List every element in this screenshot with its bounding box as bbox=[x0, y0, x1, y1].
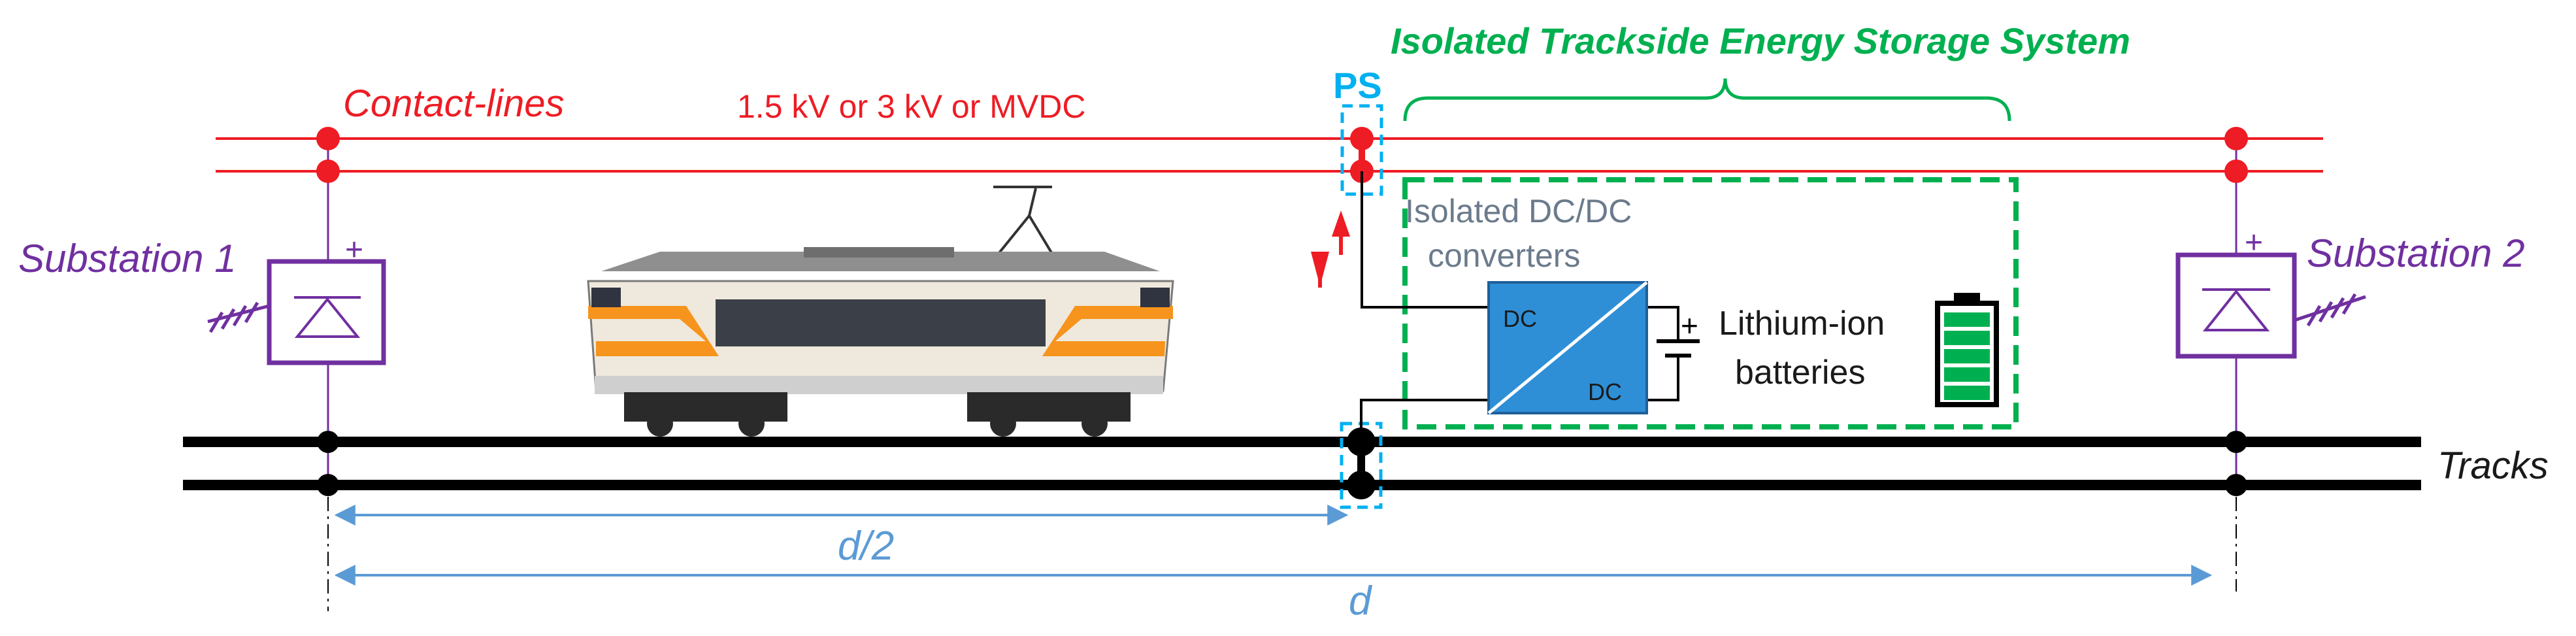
voltage-label: 1.5 kV or 3 kV or MVDC bbox=[737, 88, 1086, 125]
converters-label-line2: converters bbox=[1428, 237, 1580, 274]
substation2-plus: + bbox=[2245, 226, 2263, 260]
its-brace bbox=[1403, 78, 2011, 122]
its-system: Isolated Trackside Energy Storage System… bbox=[1360, 20, 2130, 442]
locomotive-roof-equipment bbox=[804, 247, 954, 258]
rectifier-icon bbox=[294, 296, 361, 338]
its-title: Isolated Trackside Energy Storage System bbox=[1391, 20, 2130, 61]
locomotive-stripe-left bbox=[588, 306, 719, 356]
substation1-track-node-bottom bbox=[317, 474, 339, 496]
substation1-contact-node-bottom bbox=[316, 159, 340, 183]
substation2-contact-node-bottom bbox=[2224, 159, 2248, 183]
ps-contact-box bbox=[1340, 104, 1383, 196]
substation1-contact-node-top bbox=[316, 127, 340, 150]
rectifier-icon bbox=[2202, 288, 2270, 331]
contact-lines bbox=[216, 137, 2323, 173]
dcdc-converter-icon: DC DC bbox=[1487, 281, 1648, 414]
paralleling-post: PS bbox=[1311, 65, 1383, 509]
ps-label: PS bbox=[1333, 65, 1382, 106]
battery-icon bbox=[1935, 293, 1999, 407]
substation1-label: Substation 1 bbox=[18, 237, 237, 280]
ps-track-node-bottom bbox=[1347, 471, 1376, 499]
converter-dc-top: DC bbox=[1503, 305, 1537, 332]
substation2-contact-node-top bbox=[2224, 127, 2248, 150]
substation-1: + Substation 1 bbox=[18, 127, 386, 496]
substation2-track-node-top bbox=[2225, 431, 2247, 453]
locomotive-cab-window-right bbox=[1140, 288, 1170, 307]
tracks-label: Tracks bbox=[2437, 444, 2549, 487]
locomotive-skirt bbox=[595, 376, 1163, 394]
ground-hatch-icon bbox=[2294, 293, 2366, 327]
distance-label: d bbox=[1349, 578, 1373, 624]
converters-label-line1: Isolated DC/DC bbox=[1405, 193, 1632, 229]
locomotive-cab-window-left bbox=[591, 288, 621, 307]
substation1-plus: + bbox=[345, 233, 363, 267]
substation1-box bbox=[267, 259, 386, 365]
substation2-track-node-bottom bbox=[2225, 474, 2247, 496]
substation-2: + Substation 2 bbox=[2175, 127, 2525, 496]
substation2-box bbox=[2175, 252, 2297, 359]
pantograph bbox=[993, 186, 1059, 255]
locomotive-bogie-right bbox=[967, 392, 1131, 437]
locomotive-side-grille bbox=[716, 299, 1046, 346]
tracks bbox=[183, 437, 2421, 490]
locomotive-bogie-left bbox=[624, 392, 787, 437]
its-wiring bbox=[1360, 171, 1700, 442]
locomotive-roof bbox=[601, 252, 1160, 271]
batteries-label-line2: batteries bbox=[1735, 354, 1865, 392]
ps-contact-node-top bbox=[1350, 127, 1374, 150]
bidirectional-arrow-icon bbox=[1311, 210, 1350, 288]
battery-plus: + bbox=[1681, 309, 1698, 343]
substation1-track-node-top bbox=[317, 431, 339, 453]
electric-locomotive bbox=[587, 186, 1174, 437]
locomotive-stripe-right bbox=[1042, 306, 1173, 356]
ground-hatch-icon bbox=[207, 301, 270, 333]
batteries-label-line1: Lithium-ion bbox=[1719, 305, 1885, 343]
converter-dc-bottom: DC bbox=[1588, 378, 1622, 405]
its-enclosure bbox=[1402, 177, 2019, 429]
half-distance-label: d/2 bbox=[838, 524, 894, 569]
dimension-lines: d/2 d bbox=[327, 497, 2237, 624]
substation2-label: Substation 2 bbox=[2307, 231, 2525, 275]
contact-lines-label: Contact-lines bbox=[343, 82, 564, 125]
